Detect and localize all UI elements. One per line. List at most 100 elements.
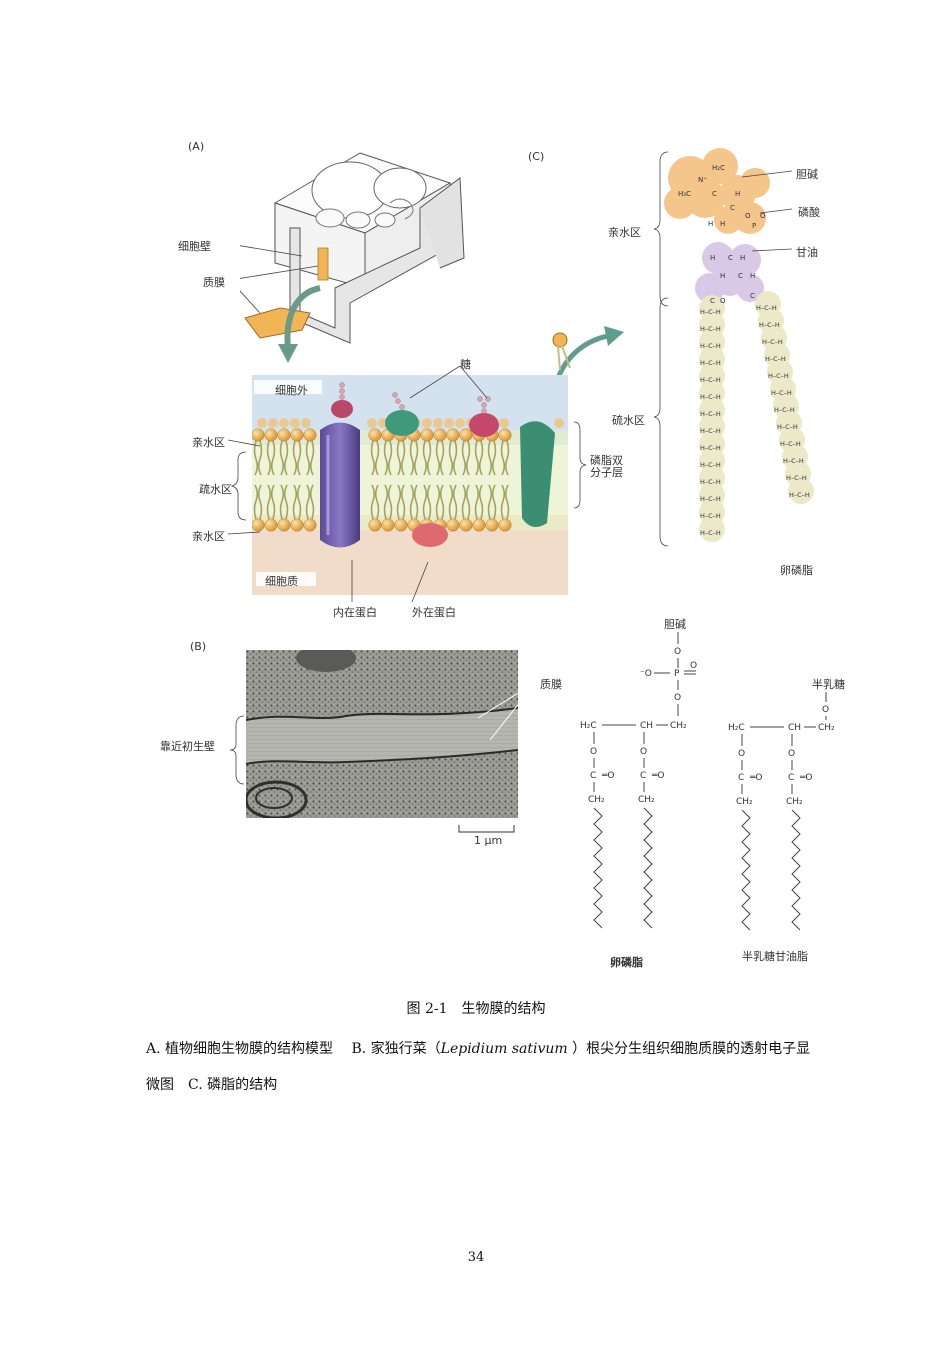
panel-a-tag: (A) — [188, 140, 205, 153]
svg-text:H: H — [750, 272, 755, 280]
svg-text:═O: ═O — [749, 773, 763, 783]
svg-text:O: O — [788, 749, 795, 759]
svg-text:O: O — [760, 212, 766, 220]
svg-text:═O: ═O — [651, 771, 665, 781]
svg-text:C: C — [728, 254, 733, 262]
svg-text:H–C–H: H–C–H — [700, 512, 721, 520]
lecithin-label-c: 卵磷脂 — [780, 564, 813, 577]
page-number: 34 — [467, 1250, 485, 1265]
svg-text:H₃C: H₃C — [678, 190, 691, 198]
svg-text:H–C–H: H–C–H — [759, 321, 780, 329]
hydrophobic-label-c: 硫水区 — [612, 414, 645, 427]
svg-text:H–C–H: H–C–H — [700, 393, 721, 401]
bilayer-label: 磷脂双 分子层 — [590, 454, 623, 479]
svg-text:CH₂: CH₂ — [670, 721, 687, 731]
svg-text:C: C — [590, 771, 596, 781]
svg-text:CH₂: CH₂ — [638, 795, 655, 805]
figure-caption-line2: 微图 C. 磷脂的结构 — [146, 1077, 278, 1093]
wall-bracket — [229, 715, 245, 785]
svg-text:C: C — [750, 292, 755, 300]
svg-text:H–C–H: H–C–H — [771, 389, 792, 397]
svg-text:H–C–H: H–C–H — [700, 376, 721, 384]
svg-text:N⁺: N⁺ — [698, 176, 707, 184]
choline-formula-label: 胆碱 — [664, 618, 686, 631]
svg-text:H: H — [708, 220, 713, 228]
svg-text:⁻O: ⁻O — [640, 669, 652, 679]
figure-caption-title: 图 2-1 生物膜的结构 — [406, 1001, 546, 1017]
glycerol-label: 甘油 — [796, 246, 818, 259]
svg-text:CH: CH — [640, 721, 653, 731]
svg-text:O: O — [738, 749, 745, 759]
svg-text:H–C–H: H–C–H — [774, 406, 795, 414]
integral-protein-label: 内在蛋白 — [333, 606, 377, 619]
svg-text:CH: CH — [788, 723, 801, 733]
svg-text:H₂C: H₂C — [728, 723, 745, 733]
svg-text:CH₂: CH₂ — [786, 797, 803, 807]
svg-text:H: H — [710, 254, 715, 262]
micrograph-leaders — [477, 681, 537, 741]
svg-text:H–C–H: H–C–H — [700, 325, 721, 333]
cytoplasm-label: 细胞质 — [265, 575, 298, 588]
outside-label: 细胞外 — [275, 384, 308, 397]
svg-text:P: P — [752, 222, 756, 230]
hydrophilic-top-label: 亲水区 — [192, 436, 225, 449]
svg-text:O: O — [674, 693, 681, 703]
svg-text:H₂C: H₂C — [712, 164, 725, 172]
svg-text:O: O — [674, 647, 681, 657]
figure-caption-line1: A. 植物细胞生物膜的结构模型 B. 家独行菜（Lepidium sativum… — [146, 1041, 811, 1057]
sugar-label: 糖 — [460, 358, 471, 371]
left-bracket-lines — [227, 439, 261, 535]
svg-text:H–C–H: H–C–H — [777, 423, 798, 431]
svg-text:H–C–H: H–C–H — [786, 474, 807, 482]
panel-b-tag: (B) — [190, 640, 207, 653]
svg-text:O: O — [590, 747, 597, 757]
svg-text:C: C — [710, 297, 715, 305]
choline-label: 胆碱 — [796, 168, 818, 181]
svg-text:H–C–H: H–C–H — [700, 461, 721, 469]
panel-c-tag: (C) — [528, 150, 545, 163]
svg-text:CH₂: CH₂ — [818, 723, 835, 733]
bilayer-bracket — [573, 421, 587, 509]
electron-micrograph — [246, 650, 518, 818]
plasma-membrane-label-a: 质膜 — [203, 276, 225, 289]
svg-text:H–C–H: H–C–H — [765, 355, 786, 363]
hydrophilic-bottom-label: 亲水区 — [192, 530, 225, 543]
svg-text:C: C — [640, 771, 646, 781]
svg-text:CH₂: CH₂ — [588, 795, 605, 805]
svg-text:H–C–H: H–C–H — [700, 478, 721, 486]
peripheral-protein-label: 外在蛋白 — [412, 606, 456, 619]
svg-text:═O: ═O — [799, 773, 813, 783]
svg-text:H–C–H: H–C–H — [756, 304, 777, 312]
svg-text:H–C–H: H–C–H — [780, 440, 801, 448]
svg-text:H–C–H: H–C–H — [700, 427, 721, 435]
svg-text:H–C–H: H–C–H — [768, 372, 789, 380]
sugar-leaders — [409, 365, 488, 399]
protein-leaders — [351, 560, 429, 603]
plasma-membrane-label-b: 质膜 — [540, 678, 562, 691]
svg-text:H: H — [735, 190, 740, 198]
arrow-to-c — [552, 326, 624, 379]
svg-text:O: O — [720, 297, 726, 305]
membrane-model — [252, 375, 568, 595]
svg-text:H–C–H: H–C–H — [700, 410, 721, 418]
galactolipid-label: 半乳糖甘油脂 — [742, 950, 808, 963]
choline-leaders — [741, 170, 793, 252]
svg-text:H–C–H: H–C–H — [700, 308, 721, 316]
svg-text:H–C–H: H–C–H — [783, 457, 804, 465]
galactose-label: 半乳糖 — [812, 678, 845, 691]
svg-text:H: H — [740, 254, 745, 262]
svg-text:H₂C: H₂C — [580, 721, 597, 731]
svg-text:H–C–H: H–C–H — [789, 491, 810, 499]
svg-text:O: O — [640, 747, 647, 757]
svg-text:C: C — [738, 773, 744, 783]
svg-text:C: C — [788, 773, 794, 783]
svg-text:H–C–H: H–C–H — [700, 359, 721, 367]
svg-text:H–C–H: H–C–H — [700, 529, 721, 537]
svg-text:O: O — [690, 661, 697, 671]
svg-text:CH₂: CH₂ — [736, 797, 753, 807]
panel-c-brackets — [654, 151, 669, 547]
svg-text:C: C — [730, 204, 735, 212]
